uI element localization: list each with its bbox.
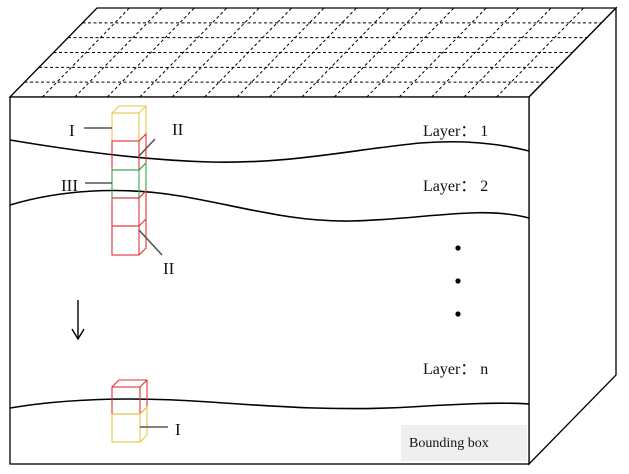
- grid-line-depth: [74, 7, 163, 98]
- layer-2-label: Layer： 2: [423, 178, 488, 195]
- layer-boundary-n: [9, 398, 530, 410]
- cell-type-I-bottom: [111, 405, 148, 443]
- grid-line-depth: [463, 7, 552, 98]
- leader-II-top: [138, 138, 156, 157]
- box-front-face: [9, 96, 530, 465]
- top-face-grid: [24, 7, 602, 98]
- ellipsis-dot: [455, 311, 461, 317]
- bounding-box-label: Bounding box: [409, 436, 489, 451]
- ellipsis-dot: [455, 278, 461, 284]
- grid-line-depth: [139, 7, 228, 98]
- leader-II-bottom: [138, 229, 163, 256]
- grid-line-depth: [431, 7, 520, 98]
- label-type-I-bottom: I: [175, 420, 181, 439]
- label-type-I-top: I: [69, 121, 75, 140]
- label-type-II-bottom: II: [163, 259, 175, 278]
- layer-boundary-1: [9, 139, 530, 163]
- down-arrow-icon: [71, 300, 85, 341]
- grid-line-depth: [366, 7, 455, 98]
- cell-type-II-lower: [111, 189, 147, 256]
- label-type-III: III: [61, 176, 78, 195]
- grid-line-depth: [106, 7, 195, 98]
- grid-line-depth: [334, 7, 422, 98]
- ellipsis-dot: [455, 245, 461, 251]
- layer-1-label: Layer： 1: [423, 123, 488, 140]
- grid-line-depth: [398, 7, 487, 98]
- layer-n-label: Layer： n: [423, 361, 488, 378]
- label-type-II-top: II: [172, 120, 184, 139]
- bounding-box-label-bg: [401, 425, 527, 461]
- grid-line-depth: [42, 7, 130, 98]
- ellipsis-dots: [455, 245, 461, 317]
- layer-boundary-2: [9, 189, 530, 222]
